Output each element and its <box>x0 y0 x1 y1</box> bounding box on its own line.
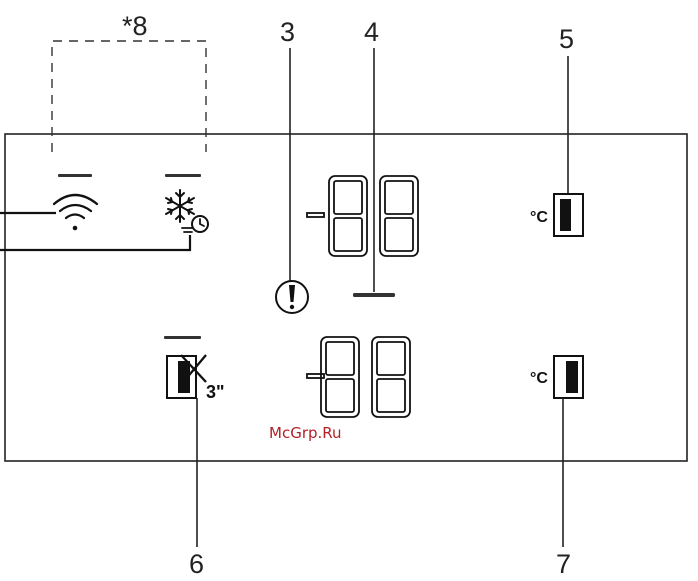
digit-lower-1 <box>321 337 359 417</box>
celsius-label-upper: °C <box>530 209 548 226</box>
crossed-door-button-icon[interactable] <box>167 355 206 398</box>
digit-lower-2 <box>372 337 410 417</box>
digit-upper-2 <box>380 176 418 256</box>
callout-6: 6 <box>189 549 204 579</box>
duration-label: 3" <box>206 382 225 402</box>
callout-8: *8 <box>122 11 148 41</box>
callout-7: 7 <box>556 549 571 579</box>
exclamation-alert-icon <box>276 281 308 313</box>
snowflake-timer-icon[interactable] <box>166 190 208 232</box>
minus-segment-upper <box>307 213 324 217</box>
callout-4: 4 <box>364 17 379 47</box>
segment-display-lower <box>307 337 410 417</box>
callout-3: 3 <box>280 17 295 47</box>
temperature-bar-icon-upper[interactable] <box>554 194 583 236</box>
indicator-bar-center <box>353 293 395 297</box>
indicator-bar-superfreeze <box>165 174 201 177</box>
wifi-icon[interactable] <box>54 195 97 230</box>
segment-display-upper <box>307 176 418 256</box>
indicator-bar-door-hold <box>164 336 201 339</box>
temperature-bar-icon-lower[interactable] <box>554 356 583 398</box>
watermark: McGrp.Ru <box>269 424 342 442</box>
indicator-bar-wifi <box>58 174 92 177</box>
digit-upper-1 <box>329 176 367 256</box>
leader-superfreeze <box>0 235 190 250</box>
dashed-group-box <box>52 41 206 152</box>
celsius-label-lower: °C <box>530 370 548 387</box>
callout-5: 5 <box>559 24 574 54</box>
